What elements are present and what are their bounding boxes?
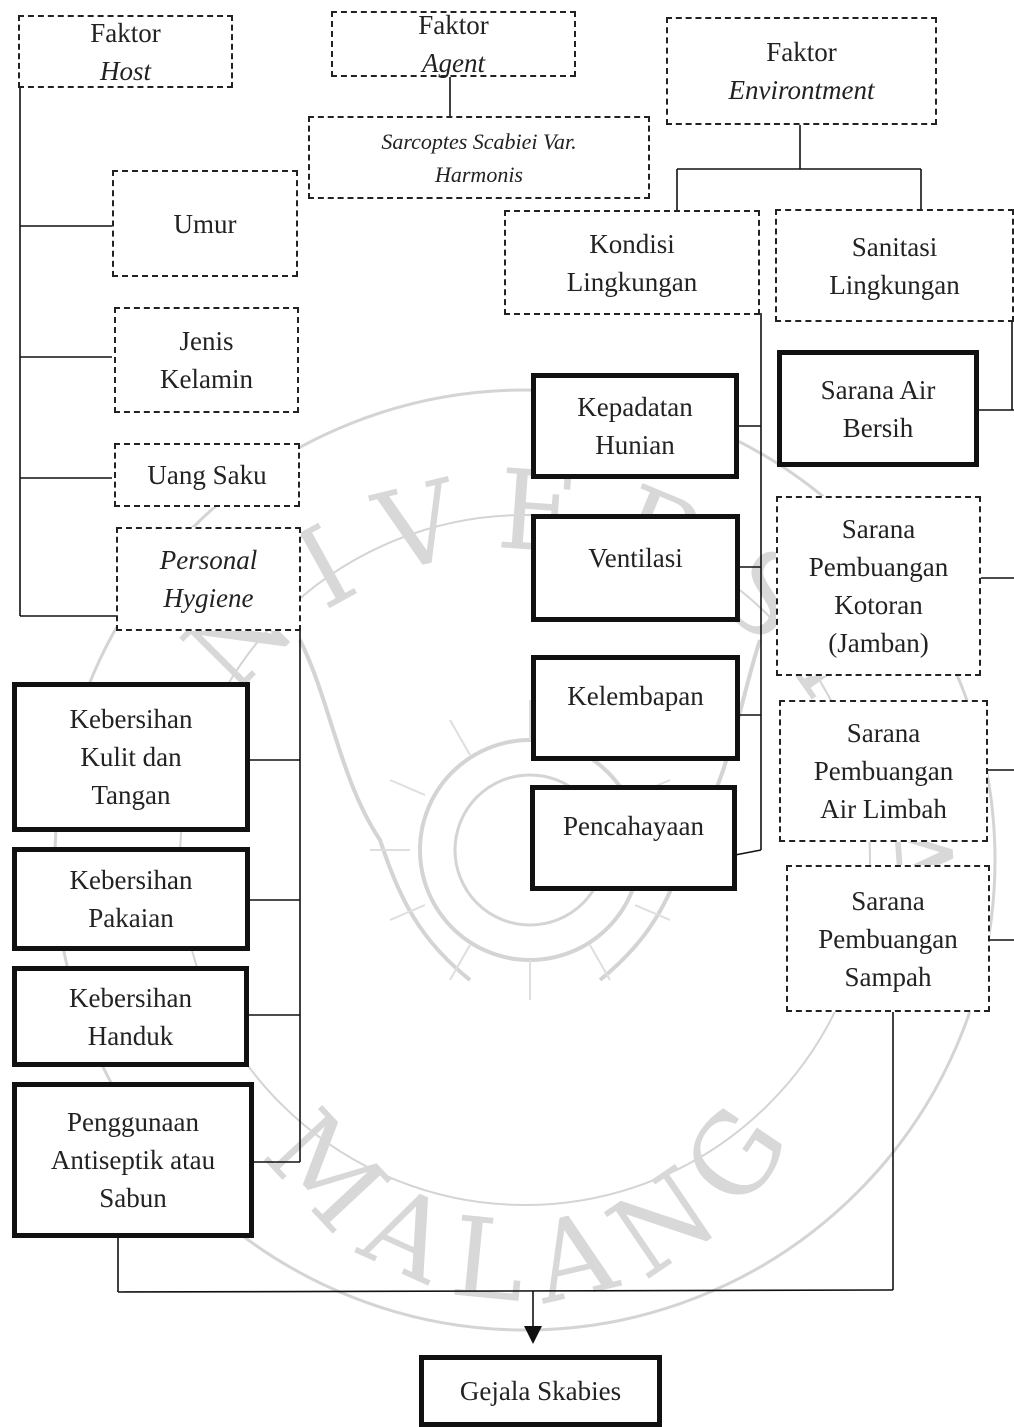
node-ventilasi: Ventilasi xyxy=(531,514,740,622)
node-uang-saku: Uang Saku xyxy=(114,443,300,507)
node-faktor-agent: Faktor Agent xyxy=(331,10,576,78)
arrow-head-icon xyxy=(524,1326,542,1344)
node-sarcoptes-scabiei: Sarcoptes Scabiei Var. Harmonis xyxy=(308,116,650,199)
node-kebersihan-kulit-tangan: Kebersihan Kulit dan Tangan xyxy=(12,682,250,832)
node-sarana-sampah: Sarana Pembuangan Sampah xyxy=(786,865,990,1012)
node-umur: Umur xyxy=(112,170,298,277)
node-sarana-jamban: Sarana Pembuangan Kotoran (Jamban) xyxy=(776,496,981,676)
node-pencahayaan: Pencahayaan xyxy=(530,785,737,891)
node-gejala-skabies: Gejala Skabies xyxy=(419,1355,662,1427)
node-jenis-kelamin: Jenis Kelamin xyxy=(114,307,299,413)
node-kebersihan-handuk: Kebersihan Handuk xyxy=(12,966,249,1067)
node-kebersihan-pakaian: Kebersihan Pakaian xyxy=(12,847,250,951)
node-kepadatan-hunian: Kepadatan Hunian xyxy=(531,373,739,479)
node-sarana-air-bersih: Sarana Air Bersih xyxy=(777,350,979,467)
node-sarana-air-limbah: Sarana Pembuangan Air Limbah xyxy=(779,700,988,842)
node-sanitasi-lingkungan: Sanitasi Lingkungan xyxy=(775,209,1014,322)
node-kelembapan: Kelembapan xyxy=(531,655,740,761)
node-faktor-environment: Faktor Environtment xyxy=(666,17,937,125)
node-kondisi-lingkungan: Kondisi Lingkungan xyxy=(504,210,760,315)
node-personal-hygiene: Personal Hygiene xyxy=(116,527,301,631)
node-penggunaan-antiseptik: Penggunaan Antiseptik atau Sabun xyxy=(12,1082,254,1238)
node-faktor-host: Faktor Host xyxy=(18,15,233,88)
